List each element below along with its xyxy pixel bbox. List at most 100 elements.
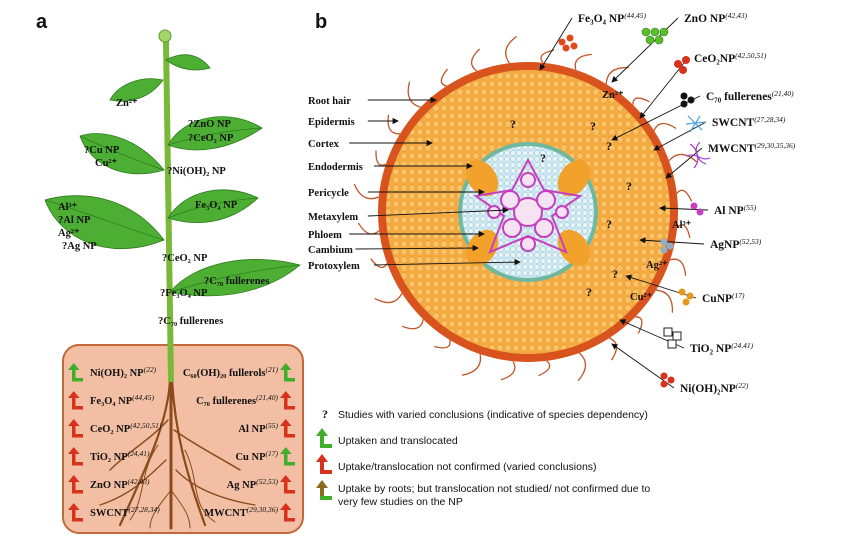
np-arrow-5 [665,147,703,179]
root-row-left-0-text: Ni(OH)₂ NP [90,368,144,379]
np-label-3: C₇₀ fullerenes(21,40) [706,89,794,103]
np-label-9: TiO₂ NP(24,41) [690,341,754,355]
legend-mixed-arrow-icon [316,480,332,500]
root-cross-section [378,62,678,362]
tissue-label-metaxylem: Metaxylem [308,212,358,223]
root-hair-15 [375,150,387,166]
svg-text:?: ? [606,217,612,231]
tissue-label-cortex: Cortex [308,139,340,150]
label-ceo2-top: ?CeO₂ NP [188,133,234,144]
root-hair-19 [470,48,481,72]
legend: ? Studies with varied conclusions (indic… [316,407,650,508]
np-arrow-4 [653,121,707,151]
root-row-left-arrow-0 [68,363,83,382]
root-row-right-0-ref: (21) [266,365,279,374]
root-row-left-arrow-1 [68,391,83,410]
root-hair-17 [407,81,421,108]
np-label-10-text: Ni(OH)₂NP [680,383,736,395]
root-hairs [353,35,698,382]
np-label-1: ZnO NP(42,43) [684,11,748,25]
np-label-0: Fe₃O₄ NP(44,45) [578,11,647,25]
root-row-right-1-ref: (21,40) [256,393,278,402]
legend-red-arrow-icon [316,454,332,474]
root-hair-23 [605,66,629,85]
root-hair-12 [370,258,388,269]
roots [99,378,256,530]
np-arrow-1 [611,17,679,83]
legend-q-mark: ? [322,407,328,421]
np-particles [558,27,711,388]
label-ag-np: ?Ag NP [62,241,97,252]
root-row-left-arrow-5 [68,503,83,522]
root-hair-2 [655,289,674,313]
np-label-4-text: SWCNT [712,117,755,129]
ion-cu: Cu²⁺ [630,292,653,303]
legend-red-text: Uptake/translocation not confirmed (vari… [338,461,597,473]
root-row-left-4-ref: (42,43) [128,477,150,486]
np-label-4: SWCNT(27,28,34) [712,115,786,129]
root-hair-7 [500,360,516,381]
np-label-4-ref: (27,28,34) [754,115,786,124]
np-label-6-text: Al NP [714,205,744,217]
tissue-arrow-7 [355,244,479,252]
root-row-right-3-ref: (17) [266,449,279,458]
root-row-right-5-ref: (29,30,36) [247,505,279,514]
root-hair-13 [357,222,380,235]
root-hair-27 [676,189,693,202]
root-hair-11 [374,292,403,304]
np-label-7-text: AgNP [710,239,739,251]
label-zn2-leaf: Zn²⁺ [116,98,138,109]
root-hair-8 [461,354,482,376]
svg-text:?: ? [606,139,612,153]
tissue-label-endodermis: Endodermis [308,162,363,173]
root-row-left-arrow-2 [68,419,83,438]
root-row-left-2-ref: (42,50,51) [130,421,162,430]
root-row-left-2: CeO₂ NP(42,50,51) [90,421,162,435]
tissue-labels: Root hairEpidermisCortexEndodermisPericy… [308,96,521,272]
svg-text:?: ? [590,119,596,133]
root-row-left-3-text: TiO₂ NP [90,452,128,463]
label-ceo2-mid: ?CeO₂ NP [162,253,208,264]
tissue-label-pericycle: Pericycle [308,188,349,199]
root-row-left-0-ref: (22) [144,365,157,374]
np-label-9-text: TiO₂ NP [690,343,731,355]
root-row-right-2-text: Al NP [238,424,266,435]
np-label-2-ref: (42,50,51) [735,51,767,60]
root-row-right-arrow-0 [280,363,295,382]
root-hair-21 [540,49,555,64]
root-hair-26 [668,153,698,163]
root-row-right-1: C₇₀ fullerenes(21,40) [196,393,278,407]
np-labels: Fe₃O₄ NP(44,45)ZnO NP(42,43)CeO₂NP(42,50… [539,11,796,395]
root-row-right-arrow-3 [280,447,295,466]
svg-text:?: ? [510,117,516,131]
legend-green-arrow-icon [316,428,332,448]
np-label-10: Ni(OH)₂NP(22) [680,381,749,395]
label-fe3o4-stem: ?Fe₃O₄ NP [160,288,208,299]
legend-q-text: Studies with varied conclusions (indicat… [338,409,648,421]
root-hair-22 [574,53,592,70]
root-row-left-3: TiO₂ NP(24,41) [90,449,150,463]
label-zno-leaf: ?ZnO NP [188,119,231,130]
np-label-8: CuNP(17) [702,291,745,305]
root-hair-1 [670,258,687,276]
root-hair-5 [577,352,587,382]
np-label-5: MWCNT(29,30,35,36) [708,141,796,155]
root-hair-10 [401,319,424,330]
root-row-right-5-text: MWCNT [204,508,247,519]
tissue-label-epidermis: Epidermis [308,117,355,128]
label-al3: Al³⁺ [58,202,78,213]
np-arrow-0 [539,17,573,71]
root-row-left-1-ref: (44,45) [132,393,154,402]
root-row-left-4-text: ZnO NP [90,480,128,491]
np-label-7: AgNP(52,53) [710,237,762,251]
np-label-8-text: CuNP [702,293,732,305]
panel-b-letter: b [315,11,327,33]
root-hair-0 [676,224,691,239]
np-label-3-text: C₇₀ fullerenes [706,91,772,103]
np-label-6-ref: (55) [744,203,757,212]
label-nioh2-stem: ?Ni(OH)₂ NP [167,166,226,177]
root-hair-6 [538,360,551,377]
panel-a-letter: a [36,11,48,33]
np-label-7-ref: (52,53) [739,237,761,246]
